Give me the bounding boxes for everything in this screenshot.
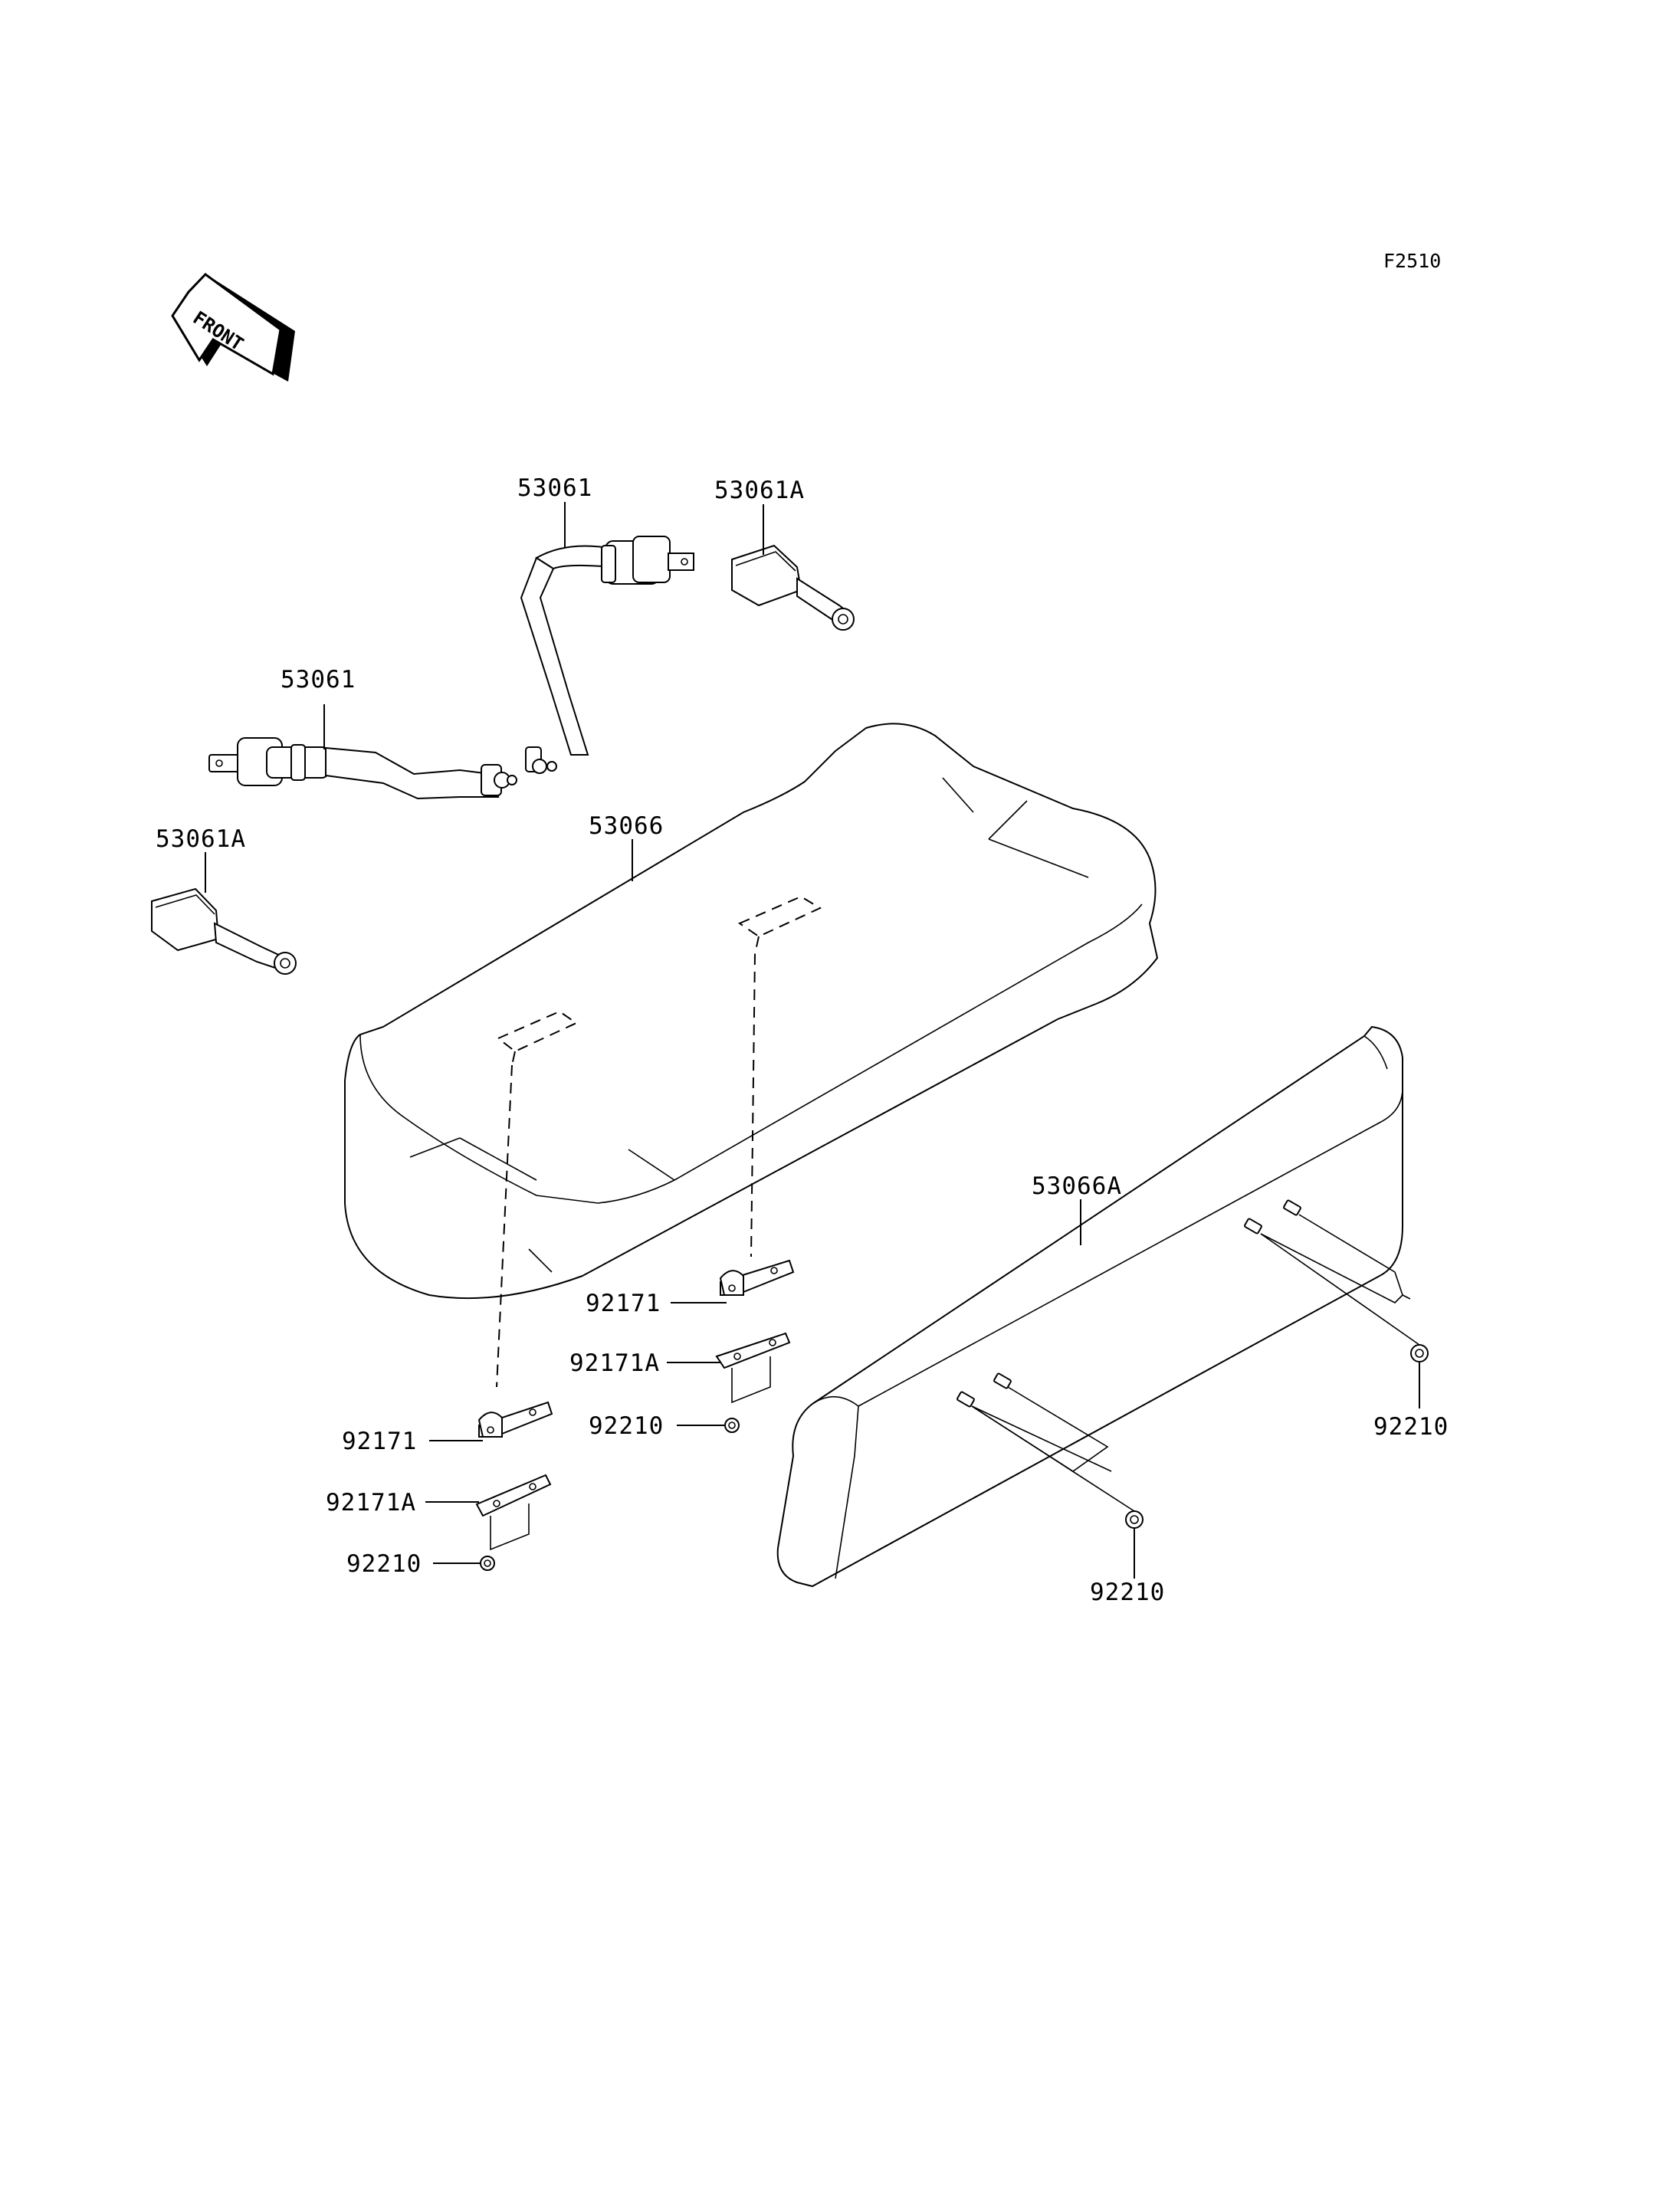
callout-plate-left: 92171A	[326, 1489, 416, 1517]
callout-bracket-left: 92171	[342, 1428, 417, 1455]
callout-bracket-center: 92171	[586, 1290, 661, 1317]
seat-cushion	[344, 723, 1159, 1300]
callout-nut-left: 92210	[346, 1550, 422, 1578]
bracket-center	[719, 1259, 795, 1296]
nut-left	[480, 1556, 495, 1571]
backrest	[776, 1025, 1403, 1588]
callout-seat: 53066	[589, 812, 664, 840]
plate-left	[475, 1474, 552, 1551]
diagram-code: F2510	[1383, 250, 1441, 272]
seat-mount-hidden-center	[737, 895, 822, 1258]
buckle-lower	[151, 887, 297, 975]
callout-buckle-upper: 53061A	[714, 477, 805, 504]
front-direction-arrow-icon: FRONT	[171, 273, 295, 382]
callout-nut-back-right: 92210	[1373, 1413, 1449, 1441]
nut-back-right	[1410, 1344, 1429, 1362]
callout-buckle-lower: 53061A	[156, 825, 246, 853]
callout-plate-center: 92171A	[569, 1349, 660, 1377]
callout-nut-back-lower: 92210	[1090, 1579, 1165, 1606]
callout-backrest: 53066A	[1032, 1172, 1122, 1200]
bracket-left	[477, 1401, 553, 1438]
seat-mount-hidden-left	[496, 1010, 579, 1388]
callout-belt-lower: 53061	[281, 666, 356, 694]
seat-belt-lower	[208, 737, 517, 800]
plate-center	[715, 1332, 791, 1404]
callout-nut-center: 92210	[589, 1412, 664, 1440]
nut-center	[724, 1418, 740, 1433]
callout-belt-upper: 53061	[517, 474, 592, 502]
seat-belt-upper	[520, 536, 694, 774]
buckle-upper	[731, 544, 855, 631]
nut-back-lower	[1125, 1510, 1144, 1529]
